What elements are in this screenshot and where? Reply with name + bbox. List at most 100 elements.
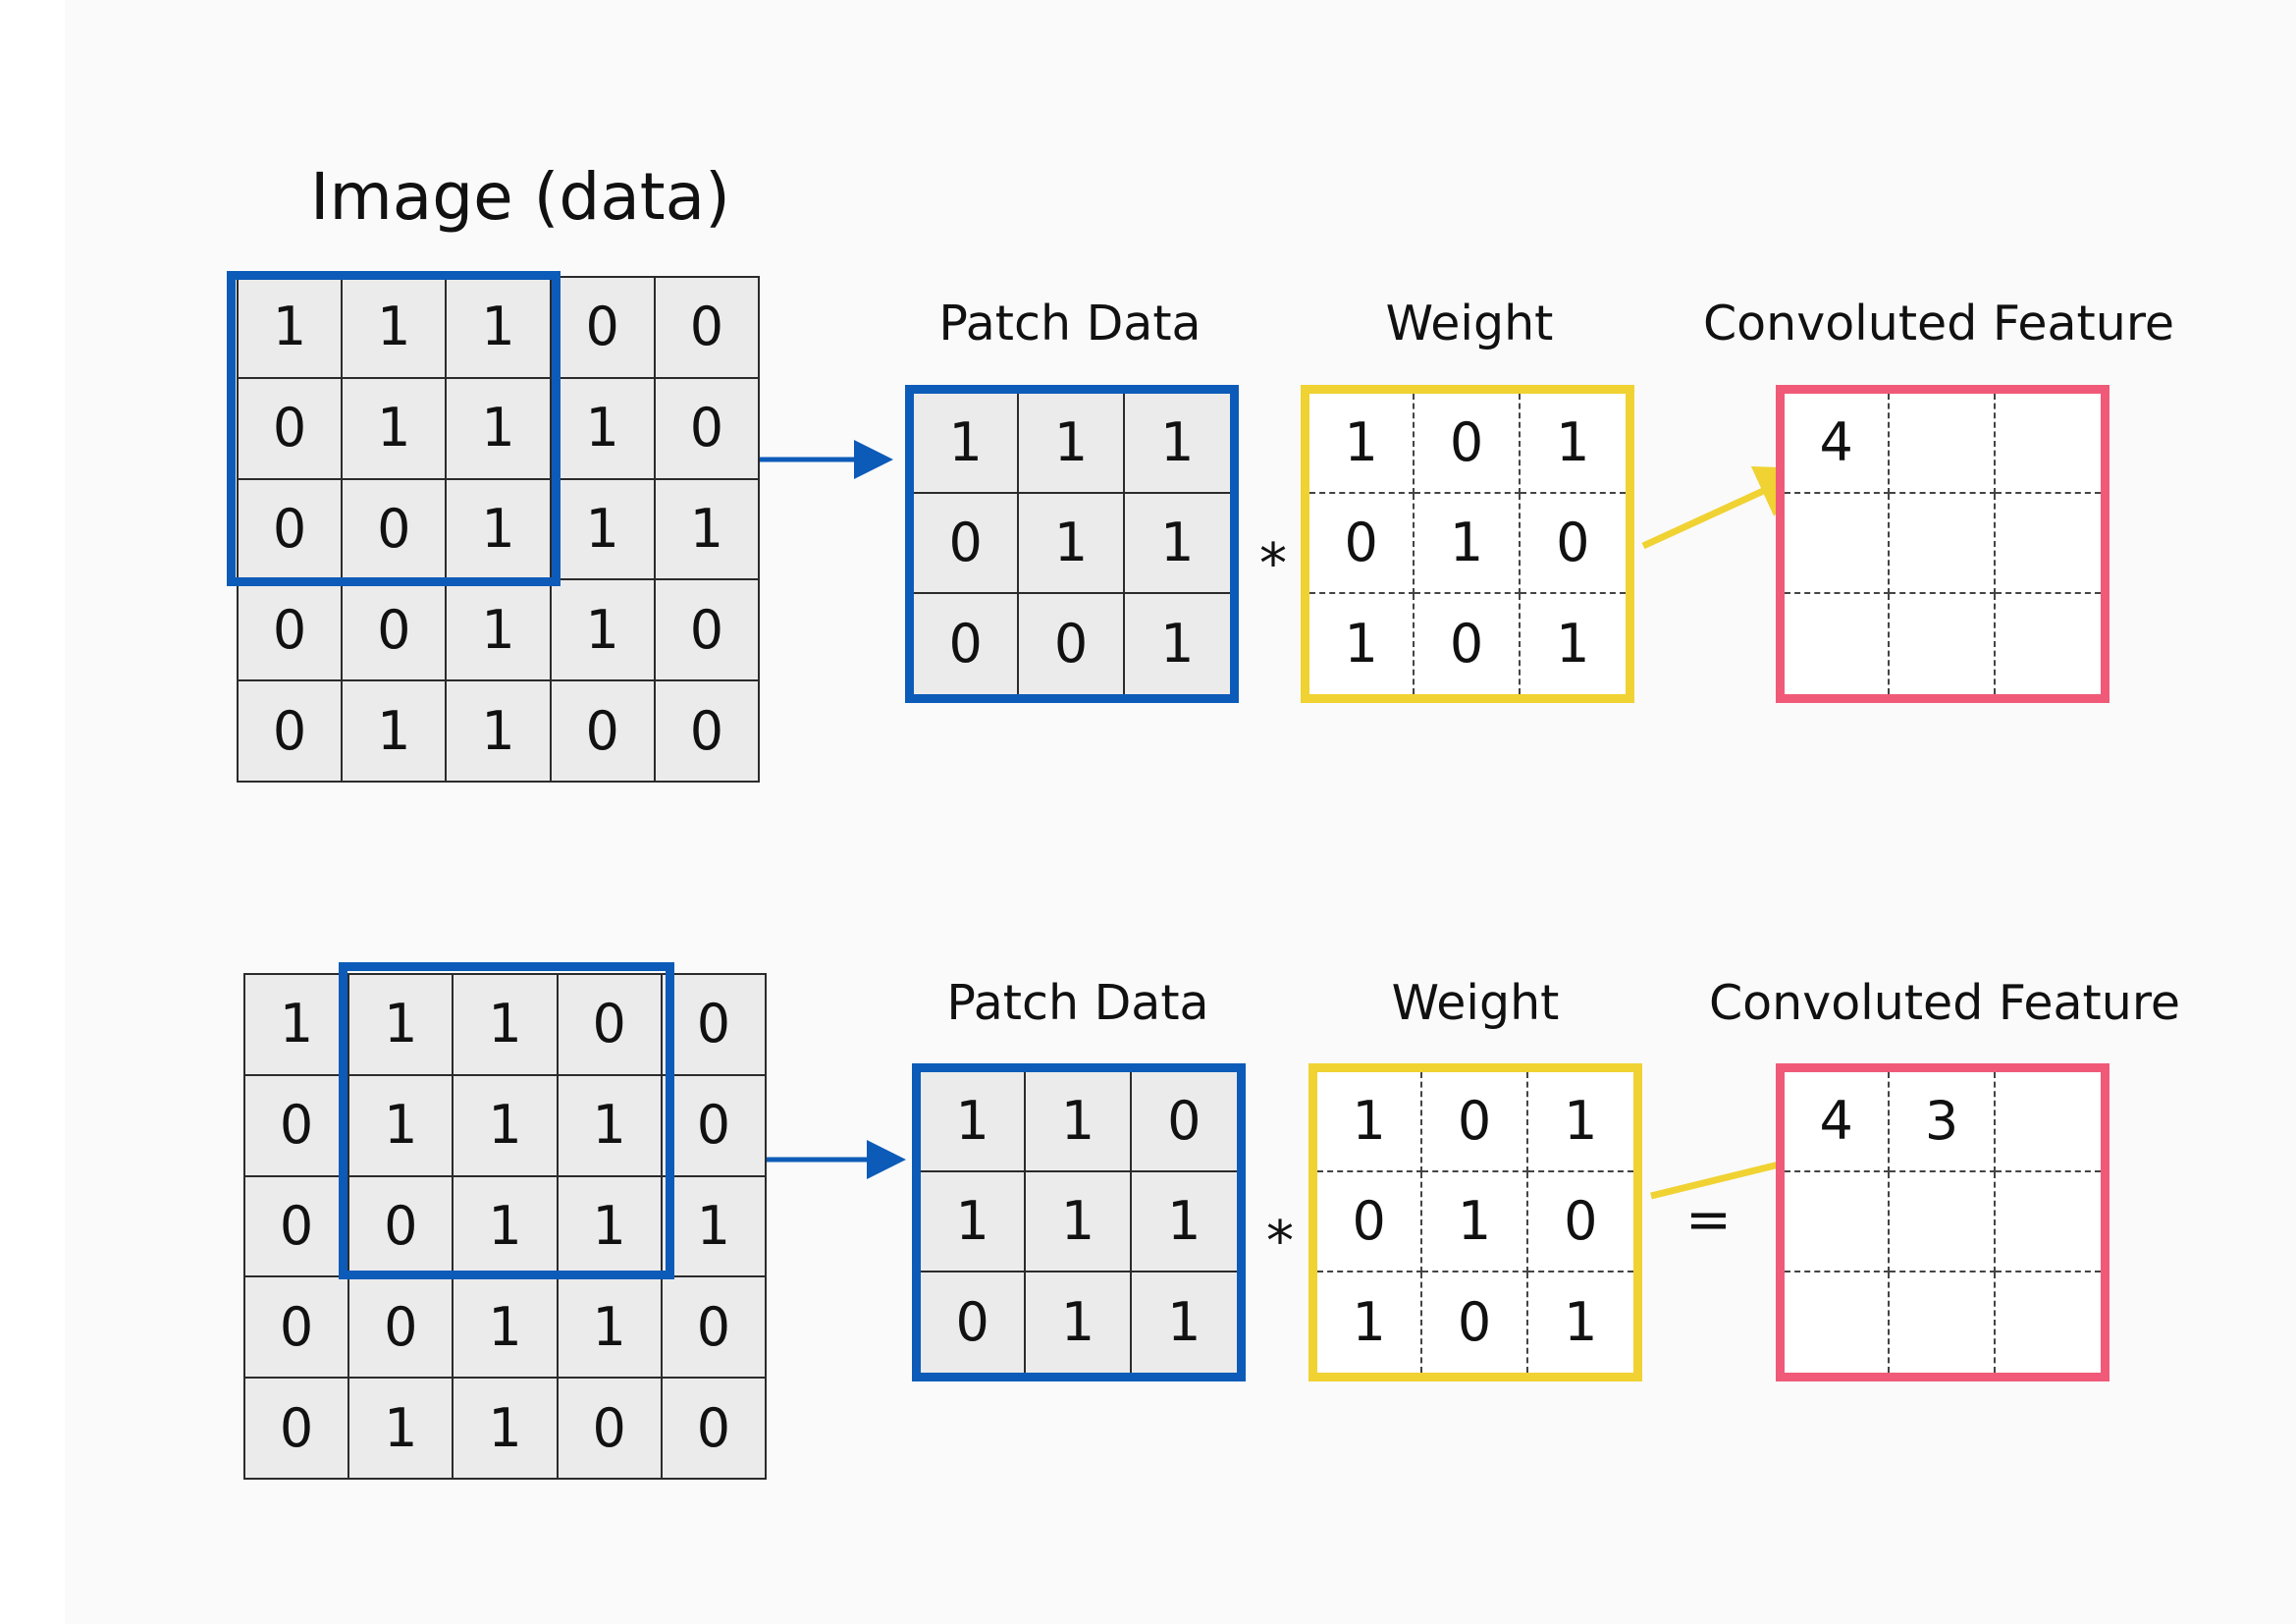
image-grid-2-cell-4-1: 1 [349, 1379, 454, 1480]
feature-grid-1-cell-0-2 [1995, 394, 2101, 494]
weight-grid-2-cell-1-2: 0 [1527, 1172, 1633, 1272]
weight-grid-1-cell-2-1: 0 [1415, 594, 1521, 694]
multiply-sign-1: * [1259, 532, 1287, 596]
weight-grid-1-cell-0-2: 1 [1520, 394, 1626, 494]
image-grid-1-cell-3-4: 0 [655, 580, 760, 682]
image-grid-1-cell-0-4: 0 [655, 278, 760, 379]
patch-highlight-2 [339, 962, 674, 1279]
weight-grid-2-cell-0-1: 0 [1422, 1072, 1528, 1172]
image-grid-1-cell-2-4: 1 [655, 479, 760, 581]
patch-grid-2-cell-0-2: 0 [1131, 1072, 1237, 1172]
image-grid-2-cell-4-3: 0 [558, 1379, 663, 1480]
feature-grid-1-cell-1-1 [1890, 494, 1996, 594]
patch-grid-1-cell-2-0: 0 [914, 594, 1020, 694]
weight-grid-1-cell-2-0: 1 [1309, 594, 1415, 694]
patch-label-2: Patch Data [946, 975, 1209, 1031]
image-grid-2-cell-3-2: 1 [454, 1277, 559, 1380]
feature-grid-1-cell-2-2 [1996, 594, 2101, 694]
patch-grid-1-cell-2-2: 1 [1124, 594, 1230, 694]
patch-grid-2-cell-0-0: 1 [921, 1072, 1027, 1172]
image-grid-1-cell-3-0: 0 [239, 580, 344, 682]
image-grid-1-cell-4-4: 0 [655, 681, 760, 783]
image-grid-2-cell-3-4: 0 [662, 1277, 767, 1380]
weight-grid-2-cell-0-2: 1 [1527, 1072, 1633, 1172]
equals-sign-2: = [1685, 1188, 1732, 1252]
patch-grid-1-cell-1-1: 1 [1019, 494, 1125, 594]
weight-label-2: Weight [1391, 975, 1560, 1031]
multiply-sign-2: * [1266, 1210, 1294, 1273]
weight-grid-2-cell-2-1: 0 [1422, 1272, 1528, 1373]
patch-grid-2-cell-2-1: 1 [1026, 1272, 1132, 1373]
image-grid-1-cell-1-0: 0 [239, 378, 344, 480]
image-grid-2-cell-0-4: 0 [662, 975, 767, 1076]
feature-grid-2-cell-1-1 [1890, 1172, 1996, 1272]
image-grid-2-cell-4-0: 0 [245, 1379, 350, 1480]
image-grid-1-cell-0-2: 1 [447, 278, 552, 379]
image-grid-1-cell-2-2: 1 [447, 479, 552, 581]
image-grid-2-cell-0-0: 1 [245, 975, 350, 1076]
image-grid-1-cell-4-3: 0 [551, 681, 656, 783]
feature-grid-2-cell-1-0 [1785, 1172, 1891, 1272]
image-grid-1-cell-1-3: 1 [551, 378, 656, 480]
patch-highlight-1 [227, 271, 561, 586]
patch-grid-1-cell-0-0: 1 [914, 394, 1020, 494]
weight-grid-1-cell-0-0: 1 [1309, 394, 1415, 494]
weight-grid-2-cell-2-0: 1 [1317, 1272, 1423, 1373]
image-grid-2-cell-4-4: 0 [662, 1379, 767, 1480]
image-grid-1-cell-4-0: 0 [239, 681, 344, 783]
feature-grid-2-cell-0-2 [1995, 1072, 2101, 1172]
weight-grid-2-cell-1-1: 1 [1422, 1172, 1528, 1272]
patch-label-1: Patch Data [938, 296, 1201, 352]
image-grid-2-cell-2-2: 1 [454, 1176, 559, 1278]
page-title: Image (data) [310, 159, 730, 235]
feature-grid-1-cell-1-2 [1995, 494, 2101, 594]
image-grid-1-cell-1-2: 1 [447, 378, 552, 480]
image-grid-2-cell-2-4: 1 [662, 1176, 767, 1278]
image-grid-2-cell-0-1: 1 [349, 975, 454, 1076]
image-grid-2-cell-1-0: 0 [245, 1075, 350, 1177]
image-grid-1-cell-4-2: 1 [447, 681, 552, 783]
feature-label-1: Convoluted Feature [1702, 296, 2175, 352]
image-grid-2-cell-4-2: 1 [454, 1379, 559, 1480]
weight-grid-1-cell-0-1: 0 [1415, 394, 1521, 494]
patch-grid-2-cell-1-0: 1 [921, 1172, 1027, 1272]
feature-grid-1-cell-2-1 [1890, 594, 1996, 694]
feature-grid-1-cell-1-0 [1785, 494, 1891, 594]
feature-grid-1-cell-0-0: 4 [1785, 394, 1891, 494]
patch-grid-1-cell-1-0: 0 [914, 494, 1020, 594]
feature-grid-1-cell-2-0 [1785, 594, 1891, 694]
patch-grid-1-cell-0-1: 1 [1019, 394, 1125, 494]
image-grid-2-cell-0-3: 0 [558, 975, 663, 1076]
image-grid-2-cell-2-3: 1 [558, 1176, 663, 1278]
image-grid-1-cell-3-2: 1 [447, 580, 552, 682]
feature-grid-1: 4 [1776, 385, 2109, 703]
image-grid-2-cell-0-2: 1 [454, 975, 559, 1076]
image-grid-1-cell-2-0: 0 [239, 479, 344, 581]
image-grid-1-cell-3-1: 0 [343, 580, 448, 682]
feature-grid-2-cell-0-1: 3 [1890, 1072, 1996, 1172]
feature-grid-2-cell-0-0: 4 [1785, 1072, 1891, 1172]
patch-grid-1-cell-1-2: 1 [1124, 494, 1230, 594]
image-grid-2-cell-1-1: 1 [349, 1075, 454, 1177]
weight-grid-1-cell-1-2: 0 [1520, 494, 1626, 594]
weight-grid-1-cell-1-0: 0 [1309, 494, 1415, 594]
weight-grid-1-cell-1-1: 1 [1415, 494, 1521, 594]
feature-grid-2-cell-1-2 [1995, 1172, 2101, 1272]
image-grid-1-cell-2-3: 1 [551, 479, 656, 581]
feature-grid-2-cell-2-0 [1785, 1272, 1891, 1373]
weight-grid-2-cell-0-0: 1 [1317, 1072, 1423, 1172]
feature-grid-2-cell-2-2 [1996, 1272, 2101, 1373]
image-grid-2-cell-3-0: 0 [245, 1277, 350, 1380]
image-grid-2-cell-1-4: 0 [662, 1075, 767, 1177]
weight-label-1: Weight [1385, 296, 1554, 352]
image-grid-1-cell-0-1: 1 [343, 278, 448, 379]
image-grid-2-cell-3-1: 0 [349, 1277, 454, 1380]
patch-grid-2-cell-0-1: 1 [1026, 1072, 1132, 1172]
image-grid-1-cell-0-3: 0 [551, 278, 656, 379]
feature-label-2: Convoluted Feature [1708, 975, 2181, 1031]
